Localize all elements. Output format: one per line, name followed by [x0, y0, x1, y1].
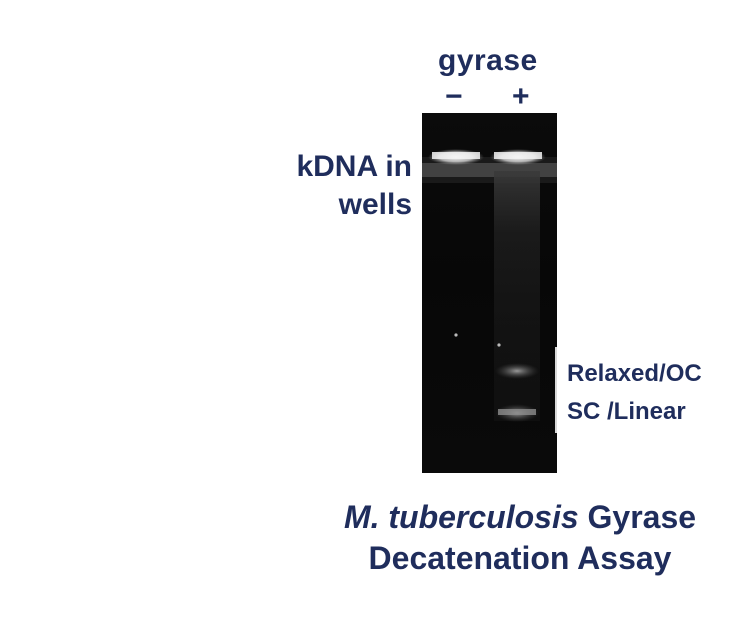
- band-sc-linear-core: [498, 409, 536, 415]
- band-bracket: [555, 347, 557, 433]
- gel-speck: [454, 333, 458, 337]
- band-relaxed-oc: [495, 363, 539, 379]
- caption-organism: M. tuberculosis: [343, 499, 579, 535]
- band-label: Relaxed/OC SC /Linear: [567, 355, 702, 431]
- gel-speck: [497, 343, 501, 347]
- enzyme-label: gyrase: [438, 44, 538, 77]
- gel-svg: [422, 149, 557, 422]
- well-minus-core: [432, 152, 480, 159]
- caption-line1: M. tuberculosis Gyrase: [300, 497, 740, 538]
- band-label-line1: Relaxed/OC: [567, 360, 702, 387]
- caption-line1-rest: Gyrase: [578, 499, 697, 535]
- lane-plus-label: +: [512, 80, 530, 113]
- lane-minus-label: −: [445, 80, 463, 113]
- wells-label: kDNA in wells: [296, 148, 412, 224]
- band-label-line2: SC /Linear: [567, 398, 686, 425]
- lane-plus-smear: [494, 171, 540, 421]
- caption-line2: Decatenation Assay: [368, 540, 672, 576]
- well-plus-core: [494, 152, 542, 159]
- wells-label-line1: kDNA in: [296, 150, 412, 183]
- gel-image: [422, 113, 557, 473]
- wells-label-line2: wells: [338, 188, 412, 221]
- figure-caption: M. tuberculosis Gyrase Decatenation Assa…: [300, 497, 740, 579]
